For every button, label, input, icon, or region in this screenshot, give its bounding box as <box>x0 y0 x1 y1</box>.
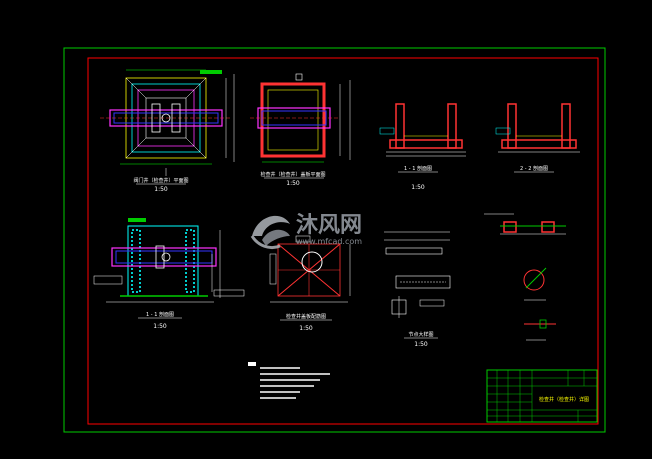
section-1-1-scale: 1:50 <box>411 184 425 191</box>
notes-block <box>248 362 330 399</box>
main-section-view <box>93 218 245 303</box>
plan-view <box>100 69 235 176</box>
far-right-details <box>484 213 566 341</box>
watermark-url: www.mfcad.com <box>296 237 362 246</box>
title-block-drawing-name: 检查井（检查井）详图 <box>539 396 589 403</box>
rebar-plan-view <box>269 235 351 303</box>
section-2-2-view <box>495 103 580 153</box>
main-section-scale: 1:50 <box>153 323 167 330</box>
rebar-plan-scale: 1:50 <box>299 325 313 332</box>
cover-plan-scale: 1:50 <box>286 180 300 187</box>
plan-view-scale: 1:50 <box>154 186 168 193</box>
rebar-plan-title: 检查井盖板配筋图 <box>286 313 326 320</box>
watermark-cn: 沐风网 <box>296 213 362 238</box>
section-1-1-title: 1 - 1 剖面图 <box>404 165 432 172</box>
detail-views <box>384 231 451 318</box>
section-1-1-view <box>379 103 466 157</box>
detail-title: 节点大样图 <box>408 331 433 338</box>
cover-plan-title: 检查井（检查井）盖板平面图 <box>260 171 325 178</box>
title-block <box>486 369 598 423</box>
cover-plan-view <box>250 73 351 163</box>
outer-border <box>63 47 606 433</box>
detail-scale: 1:50 <box>414 341 428 348</box>
drawing-frame <box>87 57 599 425</box>
main-section-title: 1 - 1 剖面图 <box>146 311 174 318</box>
watermark-logo-icon <box>250 215 290 250</box>
plan-view-title: 阀门井（检查井）平面图 <box>133 177 188 184</box>
watermark: 沐风网 www.mfcad.com <box>250 213 362 250</box>
section-2-2-title: 2 - 2 剖面图 <box>520 165 548 172</box>
